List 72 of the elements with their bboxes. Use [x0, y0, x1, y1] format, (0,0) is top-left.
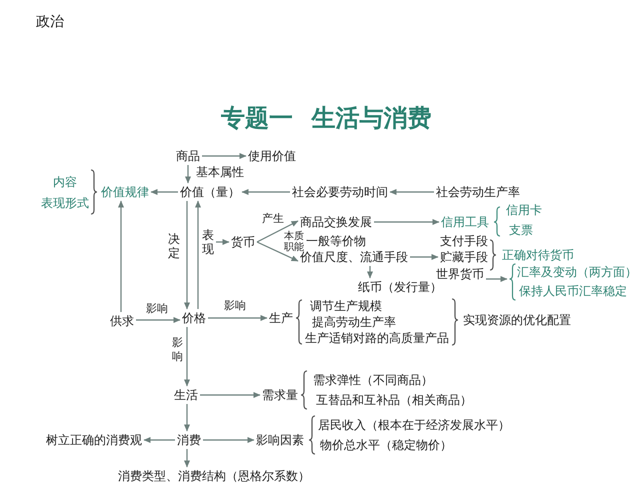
edge-label: 影响 — [146, 302, 168, 316]
arrow — [256, 220, 298, 243]
list-item-text: 居民收入（根本在于经济发展水平） — [318, 418, 510, 432]
arrow — [185, 165, 191, 184]
concept-text: 消费类型、消费结构（恩格尔系数） — [118, 469, 310, 483]
arrow — [184, 449, 190, 468]
arrow — [203, 437, 254, 443]
list-item-text: 支票 — [509, 223, 533, 237]
concept-text: 纸币（发行量） — [358, 280, 442, 294]
concept-text: 贮藏手段 — [440, 250, 488, 264]
arrow — [150, 189, 178, 195]
concept-text: 社会劳动生产率 — [436, 185, 520, 199]
list-item-text: 需求弹性（不同商品） — [313, 373, 433, 387]
concept-text: 世界货币 — [436, 267, 484, 281]
arrow — [184, 327, 190, 386]
arrow — [200, 392, 260, 398]
note-text: 表现形式 — [41, 196, 89, 210]
list-item-text: 互替品和互补品（相关商品） — [316, 393, 472, 407]
list-item-text: 调节生产规模 — [310, 299, 382, 313]
arrow — [216, 239, 230, 245]
concept-text: 表现 — [202, 228, 214, 256]
arrow — [256, 241, 298, 262]
arrow — [208, 315, 268, 321]
concept-text: 社会必要劳动时间 — [292, 185, 388, 199]
concept-text: 使用价值 — [248, 149, 296, 163]
arrow — [242, 189, 290, 195]
note-text: 本质 — [284, 232, 304, 242]
arrow — [410, 254, 438, 260]
list-item-text: 物价总水平（稳定物价） — [320, 438, 452, 452]
concept-text: 货币 — [231, 235, 255, 249]
concept-text: 需求量 — [262, 388, 298, 402]
concept-text: 供求 — [110, 314, 134, 328]
arrow — [486, 276, 508, 282]
note-text: 一般等价物 — [306, 234, 366, 248]
arrow — [374, 219, 440, 225]
arrow — [184, 201, 190, 310]
concept-text: 价值（量） — [180, 185, 240, 199]
edge-label: 影响 — [172, 336, 183, 364]
edge-label: 产生 — [262, 212, 284, 226]
concept-text: 商品 — [176, 149, 200, 163]
arrow — [202, 153, 246, 159]
edge-label: 影响 — [224, 299, 246, 313]
list-item-text: 保持人民币汇率稳定 — [519, 283, 628, 300]
arrow — [144, 437, 175, 443]
concept-text: 消费 — [177, 433, 201, 447]
arrow — [118, 200, 124, 312]
note-text: 实现资源的优化配置 — [463, 313, 571, 327]
arrow — [390, 189, 434, 195]
edge-label: 职能 — [284, 243, 304, 253]
concept-text: 信用工具 — [441, 215, 489, 229]
concept-text: 价值尺度、流通手段 — [300, 250, 408, 264]
arrow — [136, 317, 180, 323]
list-item-text: 生产适销对路的高质量产品 — [305, 331, 449, 345]
edge-label: 决定 — [168, 232, 180, 260]
concept-text: 生活 — [174, 388, 198, 402]
concept-text: 影响因素 — [256, 433, 304, 447]
subject-heading: 政治 — [36, 14, 64, 30]
concept-text: 树立正确的消费观 — [46, 433, 142, 447]
list-item-text: 信用卡 — [506, 203, 542, 217]
note-text: 内容 — [53, 175, 77, 189]
arrow — [367, 266, 373, 278]
note-text: 支付手段 — [440, 234, 488, 248]
list-item-text: 汇率及变动（两方面） — [517, 264, 637, 281]
edge-label: 基本属性 — [196, 165, 244, 179]
diagram-title: 专题一 生活与消费 — [221, 103, 432, 133]
list-item-text: 提高劳动生产率 — [312, 315, 396, 329]
concept-text: 价值规律 — [101, 185, 149, 199]
arrow — [184, 404, 190, 432]
concept-text: 商品交换发展 — [300, 215, 372, 229]
concept-text: 价格 — [182, 311, 206, 325]
arrow — [195, 200, 201, 309]
concept-text: 生产 — [269, 311, 293, 325]
